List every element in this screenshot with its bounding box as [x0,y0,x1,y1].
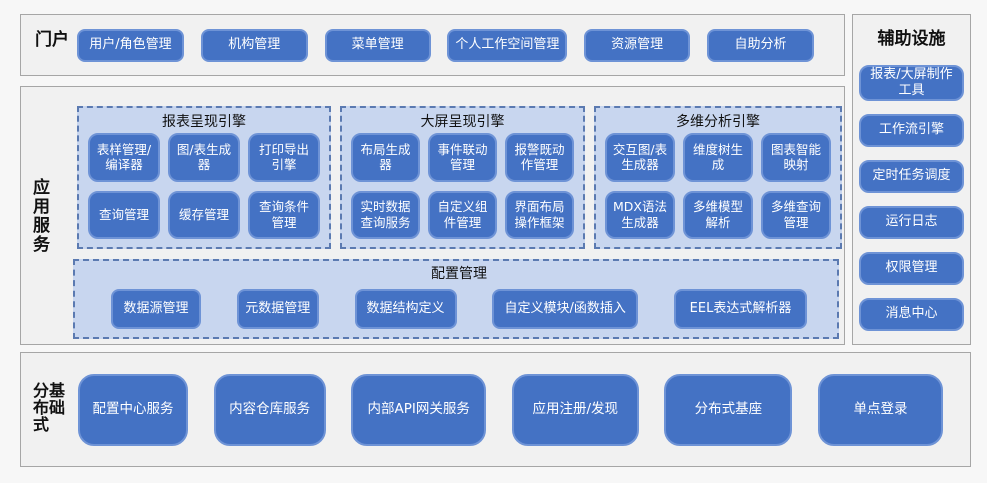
aux-button-message-center[interactable]: 消息中心 [859,298,964,331]
aux-button-runlog[interactable]: 运行日志 [859,206,964,239]
dist-button-distributed-pedestal[interactable]: 分布式基座 [664,373,793,446]
engine-module-button[interactable]: 图/表生成器 [168,133,240,182]
engine-module-grid: 布局生成器 事件联动管理 报警既动作管理 实时数据查询服务 自定义组件管理 界面… [351,133,574,239]
dist-button-config-center[interactable]: 配置中心服务 [78,373,188,446]
engine-box-bigscreen: 大屏呈现引擎 布局生成器 事件联动管理 报警既动作管理 实时数据查询服务 自定义… [340,106,585,249]
config-management-box: 配置管理 数据源管理 元数据管理 数据结构定义 自定义模块/函数插入 EEL表达… [73,259,839,339]
portal-button-org[interactable]: 机构管理 [200,28,308,62]
aux-button-scheduler[interactable]: 定时任务调度 [859,160,964,193]
config-button-structure[interactable]: 数据结构定义 [354,289,457,329]
distributed-button-row: 配置中心服务 内容仓库服务 内部API网关服务 应用注册/发现 分布式基座 单点… [78,373,943,446]
engine-box-report: 报表呈现引擎 表样管理/编译器 图/表生成器 打印导出引擎 查询管理 缓存管理 … [77,106,331,249]
engine-module-button[interactable]: 查询管理 [88,190,160,239]
app-services-label: 应用服务 [29,177,49,254]
portal-panel: 门户 用户/角色管理 机构管理 菜单管理 个人工作空间管理 资源管理 自助分析 [20,14,845,76]
engine-module-button[interactable]: 图表智能映射 [761,133,831,182]
distributed-base-panel: 分布式基础 配置中心服务 内容仓库服务 内部API网关服务 应用注册/发现 分布… [20,352,971,467]
engine-box-olap: 多维分析引擎 交互图/表生成器 维度树生成 图表智能映射 MDX语法生成器 多维… [594,106,842,249]
engine-module-button[interactable]: 缓存管理 [168,190,240,239]
config-title: 配置管理 [431,266,487,282]
engine-module-button[interactable]: 查询条件管理 [248,190,320,239]
engine-module-button[interactable]: 实时数据查询服务 [351,190,420,239]
portal-label: 门户 [31,30,68,49]
engine-module-grid: 表样管理/编译器 图/表生成器 打印导出引擎 查询管理 缓存管理 查询条件管理 [88,133,320,239]
engine-module-button[interactable]: 多维模型解析 [683,190,753,239]
dist-button-content-repo[interactable]: 内容仓库服务 [213,373,326,446]
engine-module-button[interactable]: 维度树生成 [683,133,753,182]
engine-module-button[interactable]: 界面布局操作框架 [505,190,574,239]
engine-title: 多维分析引擎 [676,114,760,130]
engine-module-button[interactable]: 交互图/表生成器 [605,133,675,182]
aux-button-permission[interactable]: 权限管理 [859,252,964,285]
config-button-row: 数据源管理 元数据管理 数据结构定义 自定义模块/函数插入 EEL表达式解析器 [111,289,807,329]
config-button-eel-parser[interactable]: EEL表达式解析器 [674,289,807,329]
engine-module-button[interactable]: 自定义组件管理 [428,190,497,239]
engine-module-button[interactable]: 打印导出引擎 [248,133,320,182]
dist-button-api-gateway[interactable]: 内部API网关服务 [351,373,487,446]
engine-module-button[interactable]: 报警既动作管理 [505,133,574,182]
auxiliary-title: 辅助设施 [877,29,946,49]
engine-row: 报表呈现引擎 表样管理/编译器 图/表生成器 打印导出引擎 查询管理 缓存管理 … [77,106,842,249]
portal-button-workspace[interactable]: 个人工作空间管理 [447,28,568,62]
engine-module-button[interactable]: 布局生成器 [351,133,420,182]
engine-module-button[interactable]: 多维查询管理 [761,190,831,239]
auxiliary-panel: 辅助设施 报表/大屏制作工具 工作流引擎 定时任务调度 运行日志 权限管理 消息… [852,14,971,345]
dist-button-app-registry[interactable]: 应用注册/发现 [511,373,639,446]
config-button-custom-module[interactable]: 自定义模块/函数插入 [492,289,639,329]
engine-title: 报表呈现引擎 [162,114,246,130]
aux-button-workflow[interactable]: 工作流引擎 [859,114,964,147]
portal-button-user-role[interactable]: 用户/角色管理 [77,28,184,62]
aux-button-report-tool[interactable]: 报表/大屏制作工具 [859,65,964,101]
config-button-metadata[interactable]: 元数据管理 [236,289,319,329]
portal-button-menu[interactable]: 菜单管理 [324,28,431,62]
app-services-panel: 应用服务 报表呈现引擎 表样管理/编译器 图/表生成器 打印导出引擎 查询管理 … [20,86,845,345]
portal-button-row: 用户/角色管理 机构管理 菜单管理 个人工作空间管理 资源管理 自助分析 [77,28,814,62]
portal-button-resource[interactable]: 资源管理 [584,28,691,62]
dist-button-sso[interactable]: 单点登录 [817,373,943,446]
engine-module-grid: 交互图/表生成器 维度树生成 图表智能映射 MDX语法生成器 多维模型解析 多维… [605,133,831,239]
engine-module-button[interactable]: MDX语法生成器 [605,190,675,239]
engine-module-button[interactable]: 表样管理/编译器 [88,133,160,182]
portal-button-selfservice[interactable]: 自助分析 [706,28,814,62]
engine-title: 大屏呈现引擎 [420,114,505,130]
engine-module-button[interactable]: 事件联动管理 [428,133,497,182]
distributed-base-label: 分布式基础 [30,381,65,433]
config-button-datasource[interactable]: 数据源管理 [111,289,201,329]
